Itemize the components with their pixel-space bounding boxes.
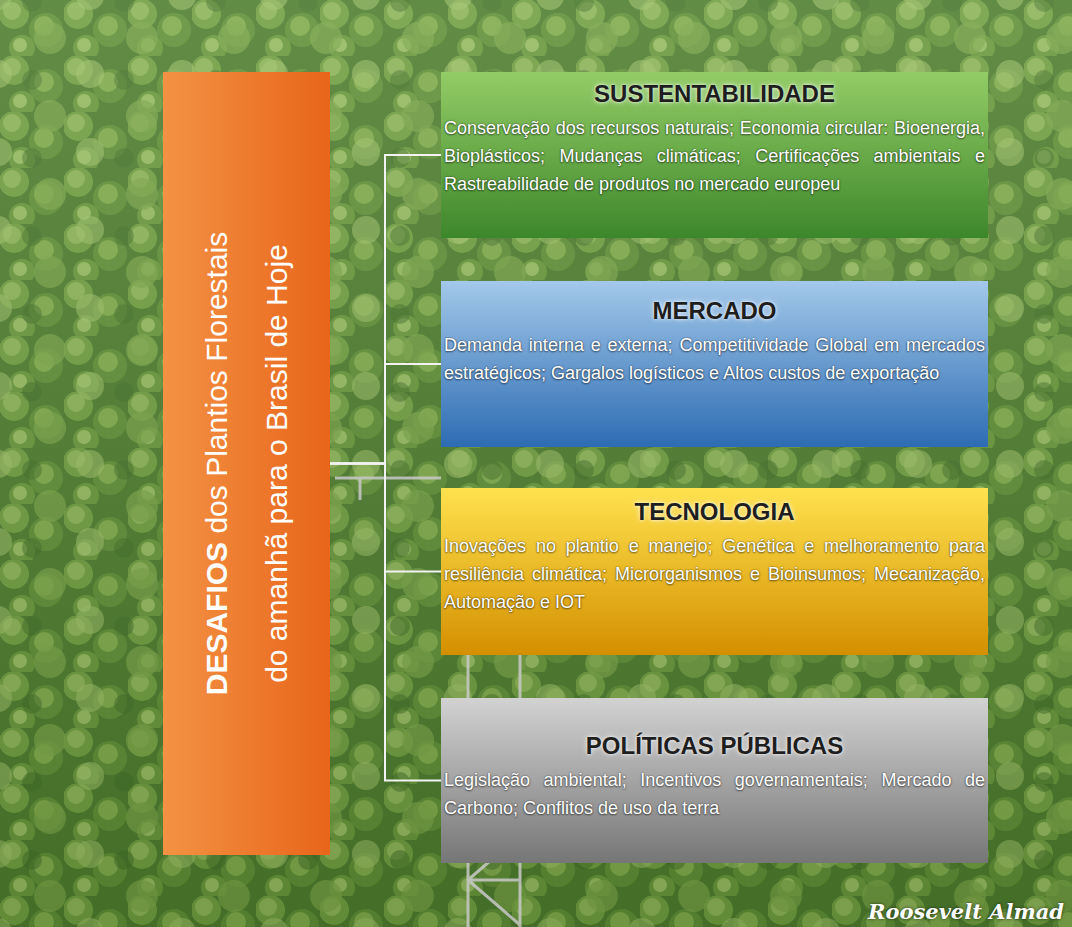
topic-description: Legislação ambiental; Incentivos governa…	[444, 766, 985, 822]
topic-heading: POLÍTICAS PÚBLICAS	[444, 730, 985, 762]
topic-box: TECNOLOGIA Inovações no plantio e manejo;…	[441, 488, 988, 655]
topic-heading: SUSTENTABILIDADE	[444, 78, 985, 110]
rotated-frame: DESAFIOS dos Plantios Florestais do aman…	[163, 72, 330, 855]
bracket-connector	[330, 364, 441, 464]
title-band: DESAFIOS dos Plantios Florestais do aman…	[163, 72, 330, 855]
topic-box: SUSTENTABILIDADE Conservação dos recursos…	[441, 72, 988, 238]
author-signature: Roosevelt Almad	[868, 899, 1064, 925]
topic-description: Conservação dos recursos naturais; Econo…	[444, 114, 985, 198]
topic-box: POLÍTICAS PÚBLICAS Legislação ambiental; …	[441, 698, 988, 863]
bracket-connector	[330, 464, 441, 781]
topic-description: Inovações no plantio e manejo; Genética …	[444, 532, 985, 616]
topic-heading: MERCADO	[444, 295, 985, 327]
topic-heading: TECNOLOGIA	[444, 496, 985, 528]
bracket-connector	[330, 464, 441, 572]
bracket-connector	[330, 155, 441, 464]
title-text: DESAFIOS dos Plantios Florestais do aman…	[187, 232, 307, 696]
topic-box: MERCADO Demanda interna e externa; Compet…	[441, 281, 988, 447]
topic-description: Demanda interna e externa; Competitivida…	[444, 331, 985, 387]
